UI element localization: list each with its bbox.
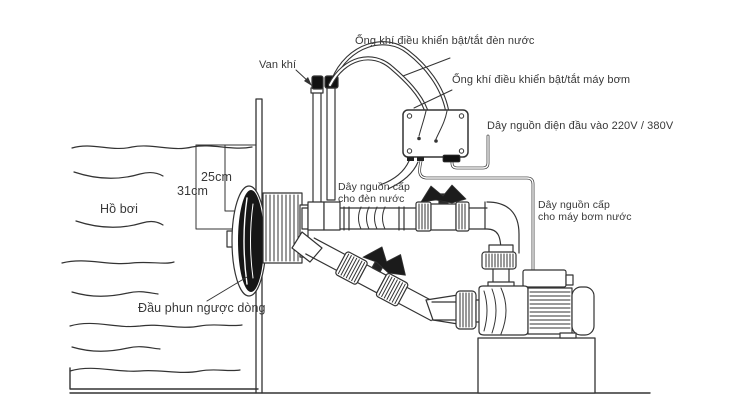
cable-gland <box>565 274 574 286</box>
leader-air-tube-pump <box>413 89 453 109</box>
jet-head-label: Đầu phun ngược dòng <box>138 301 266 315</box>
leader-lines <box>206 57 453 302</box>
pipe-branch-cone <box>291 231 323 263</box>
control-box <box>402 109 469 163</box>
wire-pump-power <box>418 159 535 272</box>
pool-label: Hồ bơi <box>100 202 138 216</box>
jet-bellows <box>262 192 309 264</box>
ball-valve-top <box>415 184 470 232</box>
pump-terminal-box <box>522 269 567 288</box>
leader-jet-head <box>206 276 248 302</box>
wire-power-input <box>450 134 490 170</box>
leader-air-valve-arrowhead <box>304 77 312 86</box>
air-valve-cap <box>311 75 324 90</box>
jet-head <box>226 185 267 297</box>
discharge-elbow <box>468 201 520 287</box>
light-power-label-line1: Dây nguồn cấp <box>338 181 410 193</box>
light-power-label: Dây nguồn cấp cho đèn nước <box>338 181 410 206</box>
pool-floor-line <box>69 367 259 390</box>
motor-end-cap <box>571 286 595 336</box>
pump-power-label-line2: cho máy bơm nước <box>538 210 632 223</box>
pump-power-label-line1: Dây nguồn cấp <box>538 199 610 211</box>
power-input-label: Dây nguồn điện đầu vào 220V / 380V <box>487 120 674 132</box>
motor-foot <box>559 332 577 339</box>
pump-suction-elbow <box>425 290 483 330</box>
pump-pedestal <box>477 337 596 394</box>
depth-25cm-label: 25cm <box>201 170 232 184</box>
pump-motor <box>527 287 573 335</box>
air-standpipes <box>307 75 341 231</box>
air-valve-label: Van khí <box>259 59 297 71</box>
pump-power-label: Dây nguồn cấp cho máy bơm nước <box>538 199 632 224</box>
pump <box>478 269 595 339</box>
light-power-label-line2: cho đèn nước <box>338 192 405 205</box>
union-nut-top <box>481 251 517 270</box>
leader-air-tube-light <box>402 57 451 77</box>
air-tubes <box>327 41 450 113</box>
ball-valve-diagonal <box>305 237 441 322</box>
wire-light-power <box>379 160 419 190</box>
depth-31cm-label: 31cm <box>177 184 208 198</box>
pool-waves <box>61 145 253 374</box>
air-tube-light-label: Ống khí điều khiển bật/tắt đèn nước <box>355 35 535 47</box>
air-tube-pump-label: Ống khí điều khiển bật/tắt máy bơm <box>452 74 631 86</box>
